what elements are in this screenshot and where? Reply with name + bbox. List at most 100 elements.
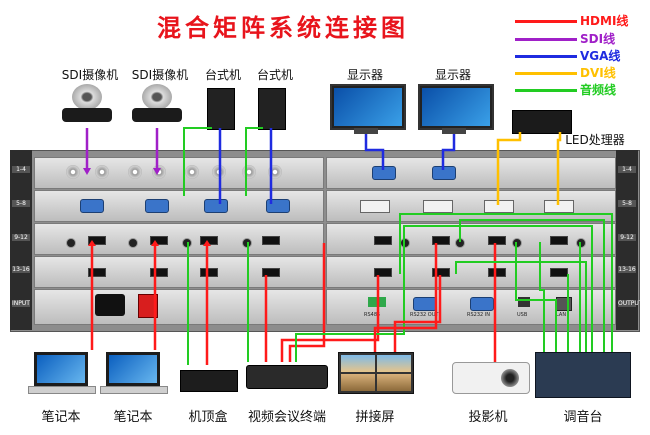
desktop-2-label: 台式机 <box>256 68 293 82</box>
right-tag-1: 1-4 <box>618 166 636 173</box>
right-tag-4: 13-16 <box>618 266 636 273</box>
dvi-out-port <box>360 200 390 213</box>
legend-vga-label: VGA线 <box>580 49 621 63</box>
dvi-out-port <box>423 200 453 213</box>
monitor-2 <box>418 84 494 130</box>
hdmi-out-port <box>374 268 392 277</box>
monitor-1 <box>330 84 406 130</box>
right-tag-2: 5-8 <box>618 200 636 207</box>
legend-dvi-line <box>515 72 577 75</box>
audio-cable <box>403 225 593 355</box>
legend-dvi-label: DVI线 <box>580 66 616 80</box>
rs232-in-port <box>470 297 494 311</box>
sdi-port <box>128 165 142 179</box>
sdi-arrow <box>153 168 161 175</box>
video-wall-label: 拼接屏 <box>355 410 395 425</box>
monitor-2-label: 显示器 <box>434 68 471 82</box>
hdmi-in-port <box>88 268 106 277</box>
monitor-2-stand <box>442 128 466 134</box>
audio-cable <box>399 213 613 355</box>
vga-in-port <box>204 199 228 213</box>
power-socket <box>95 294 125 316</box>
monitor-1-stand <box>354 128 378 134</box>
hdmi-out-port <box>374 236 392 245</box>
hdmi-arrow <box>203 240 211 246</box>
vga-cable <box>441 134 456 170</box>
video-wall <box>338 352 414 394</box>
left-tag-1: 1-4 <box>12 166 30 173</box>
left-tag-5: INPUT <box>12 300 30 307</box>
vga-in-port <box>145 199 169 213</box>
hdmi-arrow <box>151 240 159 246</box>
power-panel <box>34 289 324 325</box>
panel-label-rs232-out: RS232 OUT <box>410 312 439 318</box>
led-processor <box>512 110 572 134</box>
hdmi-out-port <box>488 268 506 277</box>
audio-cable <box>515 242 557 355</box>
legend-audio-label: 音频线 <box>580 83 617 97</box>
panel-label-rs485: RS485 <box>364 312 381 318</box>
panel-label-lan: LAN <box>556 312 567 318</box>
audio-cable <box>183 127 212 196</box>
hdmi-in-port <box>200 268 218 277</box>
hdmi-in-port <box>262 268 280 277</box>
hdmi-arrow <box>88 240 96 246</box>
projector-label: 投影机 <box>468 410 508 425</box>
hdmi-cable <box>288 243 326 362</box>
set-top-box-label: 机顶盒 <box>188 410 228 425</box>
sdi-camera-1-label: SDI摄像机 <box>61 68 119 82</box>
usb-port <box>518 297 530 307</box>
audio-mixer <box>535 352 631 398</box>
rack-ear-right: 1-4 5-8 9-12 13-16 OUTPUT <box>616 150 643 330</box>
audio-cable <box>295 242 405 362</box>
video-conference-label: 视频会议终端 <box>247 410 326 425</box>
hdmi-out-port <box>550 268 568 277</box>
sdi-camera-1 <box>62 84 112 130</box>
hdmi-out-port <box>488 236 506 245</box>
power-switch[interactable] <box>138 294 158 318</box>
hdmi-out-port <box>550 236 568 245</box>
hdmi-in-port <box>150 236 168 245</box>
hdmi-out-port <box>432 236 450 245</box>
audio-cable <box>459 219 605 355</box>
audio-jack <box>66 238 76 248</box>
video-conference-terminal <box>246 365 328 389</box>
rack-ear-left: 1-4 5-8 9-12 13-16 INPUT <box>10 150 32 330</box>
panel-label-usb: USB <box>517 312 528 318</box>
legend-hdmi-label: HDMI线 <box>580 14 629 28</box>
legend-vga-line <box>515 55 577 58</box>
legend-hdmi-line <box>515 20 577 23</box>
vga-in-port <box>80 199 104 213</box>
panel-label-rs232-in: RS232 IN <box>467 312 490 318</box>
legend-sdi-label: SDI线 <box>580 32 616 46</box>
sdi-port <box>95 165 109 179</box>
dvi-cable <box>496 132 522 205</box>
left-tag-4: 13-16 <box>12 266 30 273</box>
left-tag-3: 9-12 <box>12 234 30 241</box>
right-tag-3: 9-12 <box>618 234 636 241</box>
hdmi-cable <box>373 243 438 352</box>
sdi-port <box>185 165 199 179</box>
hdmi-in-port <box>262 236 280 245</box>
legend-audio-line <box>515 89 577 92</box>
sdi-port <box>66 165 80 179</box>
laptop-2-label: 笔记本 <box>113 410 153 425</box>
monitor-1-label: 显示器 <box>346 68 383 82</box>
set-top-box <box>180 370 238 392</box>
right-tag-5: OUTPUT <box>618 300 643 307</box>
hdmi-in-port <box>88 236 106 245</box>
projector <box>452 362 530 394</box>
dvi-cable <box>556 132 562 205</box>
hdmi-in-port <box>150 268 168 277</box>
left-tag-2: 5-8 <box>12 200 30 207</box>
mixer-label: 调音台 <box>563 410 603 425</box>
desktop-2 <box>258 88 286 130</box>
hdmi-cable <box>393 275 442 352</box>
sdi-camera-2-label: SDI摄像机 <box>131 68 189 82</box>
led-processor-label: LED处理器 <box>565 133 625 147</box>
legend-sdi-line <box>515 38 577 41</box>
desktop-1-label: 台式机 <box>204 68 241 82</box>
sdi-arrow <box>83 168 91 175</box>
sdi-camera-2 <box>132 84 182 130</box>
